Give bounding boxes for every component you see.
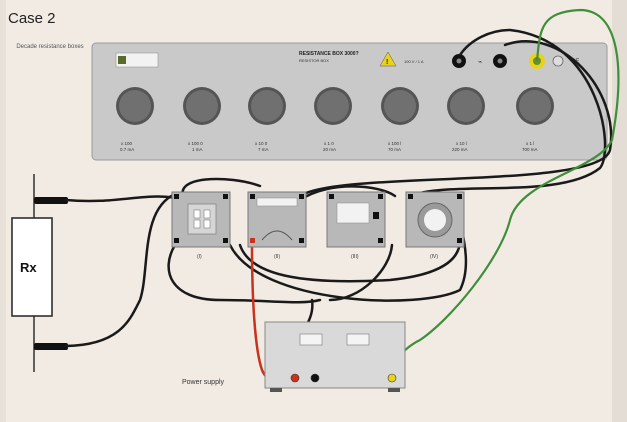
dial-1[interactable] (116, 87, 154, 125)
dial-7-multiplier: x 1 l (526, 141, 534, 146)
right-edge-strip (612, 0, 627, 422)
dial-2-multiplier: x 100 0 (188, 141, 203, 146)
module-3-terminal-tl[interactable] (329, 194, 334, 199)
rx-resistor: Rx (11, 174, 68, 372)
ps-foot-left (270, 388, 282, 392)
wire-m2-m4-outer (228, 228, 468, 302)
green-wire (390, 8, 620, 379)
module-4-terminal-br[interactable] (457, 238, 462, 243)
wire-rx-bottom (64, 192, 177, 348)
dial-3-current: 7 mA (258, 147, 269, 152)
module-3-terminal-tr[interactable] (378, 194, 383, 199)
ps-display-2 (346, 333, 370, 346)
module-3-switch[interactable] (373, 212, 379, 219)
brand-logo (115, 52, 159, 68)
ps-red-terminal[interactable] (290, 373, 300, 383)
dial-4-multiplier: x 1 0 (324, 141, 334, 146)
dial-7[interactable] (516, 87, 554, 125)
dial-7-current: 700 mA (522, 147, 538, 152)
dial-2[interactable] (183, 87, 221, 125)
decade-boxes-label: Decade resistance boxes (16, 44, 84, 50)
ps-yellow-terminal[interactable] (387, 373, 397, 383)
ps-foot-right (388, 388, 400, 392)
dial-1-current: 0.7 mA (120, 147, 134, 152)
module-2-terminal-tl[interactable] (250, 194, 255, 199)
dial-5-current: 70 mA (388, 147, 401, 152)
wire-m3-lower (328, 243, 394, 302)
warning-text: 100 V / 1 A (404, 59, 424, 64)
wire-m4-box-a (408, 28, 607, 198)
module-2-display (256, 197, 298, 207)
brand-logo-mark (118, 56, 126, 64)
module-1-terminal-tr[interactable] (223, 194, 228, 199)
black-wires (64, 28, 613, 382)
dial-6-multiplier: x 10 l (456, 141, 467, 146)
module-4-label: (IV) (430, 254, 438, 260)
dial-6-current: 220 mA (452, 147, 468, 152)
dial-4[interactable] (314, 87, 352, 125)
module-4-dial-center (424, 209, 446, 231)
dial-4-current: 20 mA (323, 147, 336, 152)
module-1-terminal-br[interactable] (223, 238, 228, 243)
box-title: RESISTANCE BOX 3000? (299, 51, 359, 57)
module-1-switch-b[interactable] (203, 209, 211, 219)
module-1-switch-c[interactable] (193, 219, 201, 229)
module-1-face (187, 203, 217, 235)
module-3: (III) (326, 191, 386, 260)
ps-display-1 (299, 333, 323, 346)
dial-5-multiplier: x 100 l (388, 141, 401, 146)
black-terminal-1-hole (456, 58, 462, 64)
module-1: (I) (171, 191, 231, 260)
dial-6[interactable] (447, 87, 485, 125)
module-2-arc (261, 230, 293, 241)
module-1-label: (I) (197, 254, 202, 260)
rx-top-plug[interactable] (34, 197, 68, 204)
module-1-terminal-tl[interactable] (174, 194, 179, 199)
module-1-switch-a[interactable] (193, 209, 201, 219)
resistance-box: RESISTANCE BOX 3000? RESISTOR BOX ! 100 … (91, 42, 608, 161)
dial-1-multiplier: x 100 (121, 141, 133, 146)
wire-m2-box-b (298, 40, 613, 198)
module-2-terminal-bl[interactable] (250, 238, 255, 243)
module-2: (II) (247, 191, 307, 260)
module-4: (IV) (405, 191, 465, 260)
module-1-terminal-bl[interactable] (174, 238, 179, 243)
link-symbol-icon: ⌁ (478, 59, 482, 66)
rx-label: Rx (20, 260, 37, 275)
dial-3-multiplier: x 10 0 (255, 141, 268, 146)
warning-mark: ! (386, 59, 388, 66)
module-3-panel (336, 202, 370, 224)
dial-2-current: 1 mA (192, 147, 203, 152)
module-2-terminal-br[interactable] (299, 238, 304, 243)
power-supply (264, 321, 406, 392)
module-2-label: (II) (274, 254, 280, 260)
ground-symbol-icon (552, 55, 564, 67)
rx-body (11, 217, 53, 317)
wire-m2-m3 (298, 185, 397, 202)
module-3-terminal-br[interactable] (378, 238, 383, 243)
wire-m1-loop (167, 243, 322, 304)
module-4-terminal-tr[interactable] (457, 194, 462, 199)
dial-5[interactable] (381, 87, 419, 125)
box-subtitle: RESISTOR BOX (299, 58, 329, 63)
ps-black-terminal[interactable] (310, 373, 320, 383)
warning-icon (379, 51, 397, 67)
rx-bottom-plug[interactable] (34, 343, 68, 350)
module-2-terminal-tr[interactable] (299, 194, 304, 199)
left-edge-strip (0, 0, 6, 422)
module-1-switch-d[interactable] (203, 219, 211, 229)
black-terminal-2-hole (497, 58, 503, 64)
module-4-terminal-tl[interactable] (408, 194, 413, 199)
power-supply-label: Power supply (182, 379, 225, 386)
dial-3[interactable] (248, 87, 286, 125)
module-3-label: (III) (351, 254, 359, 260)
case-title: Case 2 (8, 10, 56, 27)
